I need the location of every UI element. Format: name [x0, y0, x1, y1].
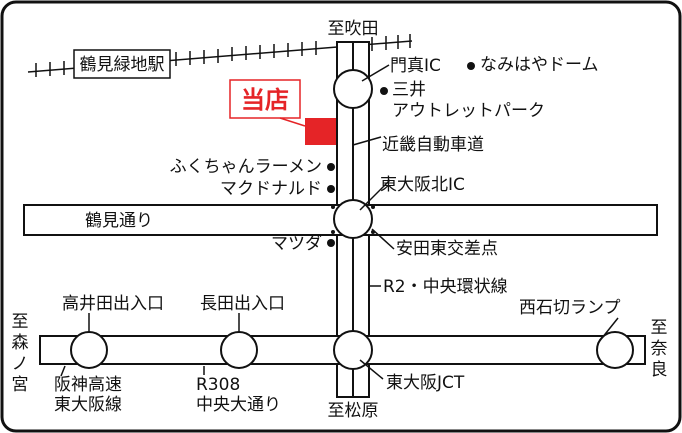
svg-text:ノ: ノ: [12, 354, 29, 374]
station-box: [73, 49, 171, 79]
kadoma-ic-leader: [361, 64, 390, 82]
fukuchan-ramen-label: ふくちゃんラーメン: [170, 157, 322, 177]
destination-south: 至松原: [328, 401, 379, 421]
mitsui-outlet-dot: [380, 87, 388, 95]
namihaya-dome-label: なみはやドーム: [480, 55, 599, 75]
nishiishikiri-leader: [597, 317, 619, 344]
corner-dot: [371, 205, 375, 209]
mcdonalds-dot: [327, 185, 335, 193]
takaida-label: 高井田出入口: [62, 294, 164, 314]
kinki-expressway-label: 近畿自動車道: [382, 135, 484, 155]
corner-dot: [331, 230, 335, 234]
mcdonalds-label: マクドナルド: [220, 179, 322, 199]
yasuda-label: 安田東交差点: [396, 239, 498, 259]
store-label: 当店: [241, 86, 289, 114]
svg-text:宮: 宮: [12, 375, 29, 395]
store-marker: [305, 118, 336, 145]
corner-dot: [331, 205, 335, 209]
hanshin-label-2: 東大阪線: [54, 395, 122, 415]
r308-label: R308: [196, 375, 240, 395]
takaida-ramp-marker: [70, 331, 108, 369]
namihaya-dome-dot: [467, 62, 475, 70]
higashi-osaka-jct-marker: [333, 330, 373, 370]
fukuchan-ramen-dot: [327, 163, 335, 171]
hanshin-leader: [60, 365, 66, 377]
r2-label: R2・中央環状線: [383, 277, 508, 297]
nishiishikiri-label: 西石切ランプ: [519, 298, 621, 318]
mazda-dot: [327, 239, 335, 247]
kadoma-ic-label: 門真IC: [390, 56, 441, 76]
destination-west: 至 森 ノ 宮: [12, 312, 29, 395]
higashi-osaka-kita-ic-label: 東大阪北IC: [380, 175, 465, 195]
station-label: 鶴見緑地駅: [80, 55, 165, 75]
tsurumi-dori-label: 鶴見通り: [85, 211, 153, 231]
svg-text:森: 森: [12, 333, 29, 353]
jct-leader: [359, 359, 384, 380]
store-pointer: [279, 117, 306, 127]
higashi-osaka-kita-ic-marker: [333, 199, 373, 239]
hanshin-label: 阪神高速: [54, 375, 122, 395]
yasuda-leader: [371, 228, 395, 250]
mitsui-label-2: アウトレットパーク: [392, 101, 545, 121]
r308-label-2: 中央大通り: [196, 395, 281, 415]
nagata-label: 長田出入口: [200, 294, 285, 314]
mazda-label: マツダ: [271, 234, 322, 254]
destination-east: 至 奈 良: [651, 318, 668, 380]
store-label-box: [229, 79, 301, 119]
nagata-ramp-marker: [220, 331, 258, 369]
kinki-leader: [352, 136, 382, 146]
svg-text:至: 至: [12, 312, 29, 332]
svg-text:奈: 奈: [651, 339, 668, 359]
kadoma-ic-marker: [333, 69, 373, 109]
higashi-osaka-jct-label: 東大阪JCT: [386, 373, 465, 393]
higashi-osaka-kita-leader: [359, 179, 391, 211]
svg-text:良: 良: [651, 360, 668, 380]
destination-north: 至吹田: [328, 19, 379, 39]
svg-text:至: 至: [651, 318, 668, 338]
mitsui-label: 三井: [392, 80, 426, 100]
nishiishikiri-ramp-marker: [596, 331, 634, 369]
